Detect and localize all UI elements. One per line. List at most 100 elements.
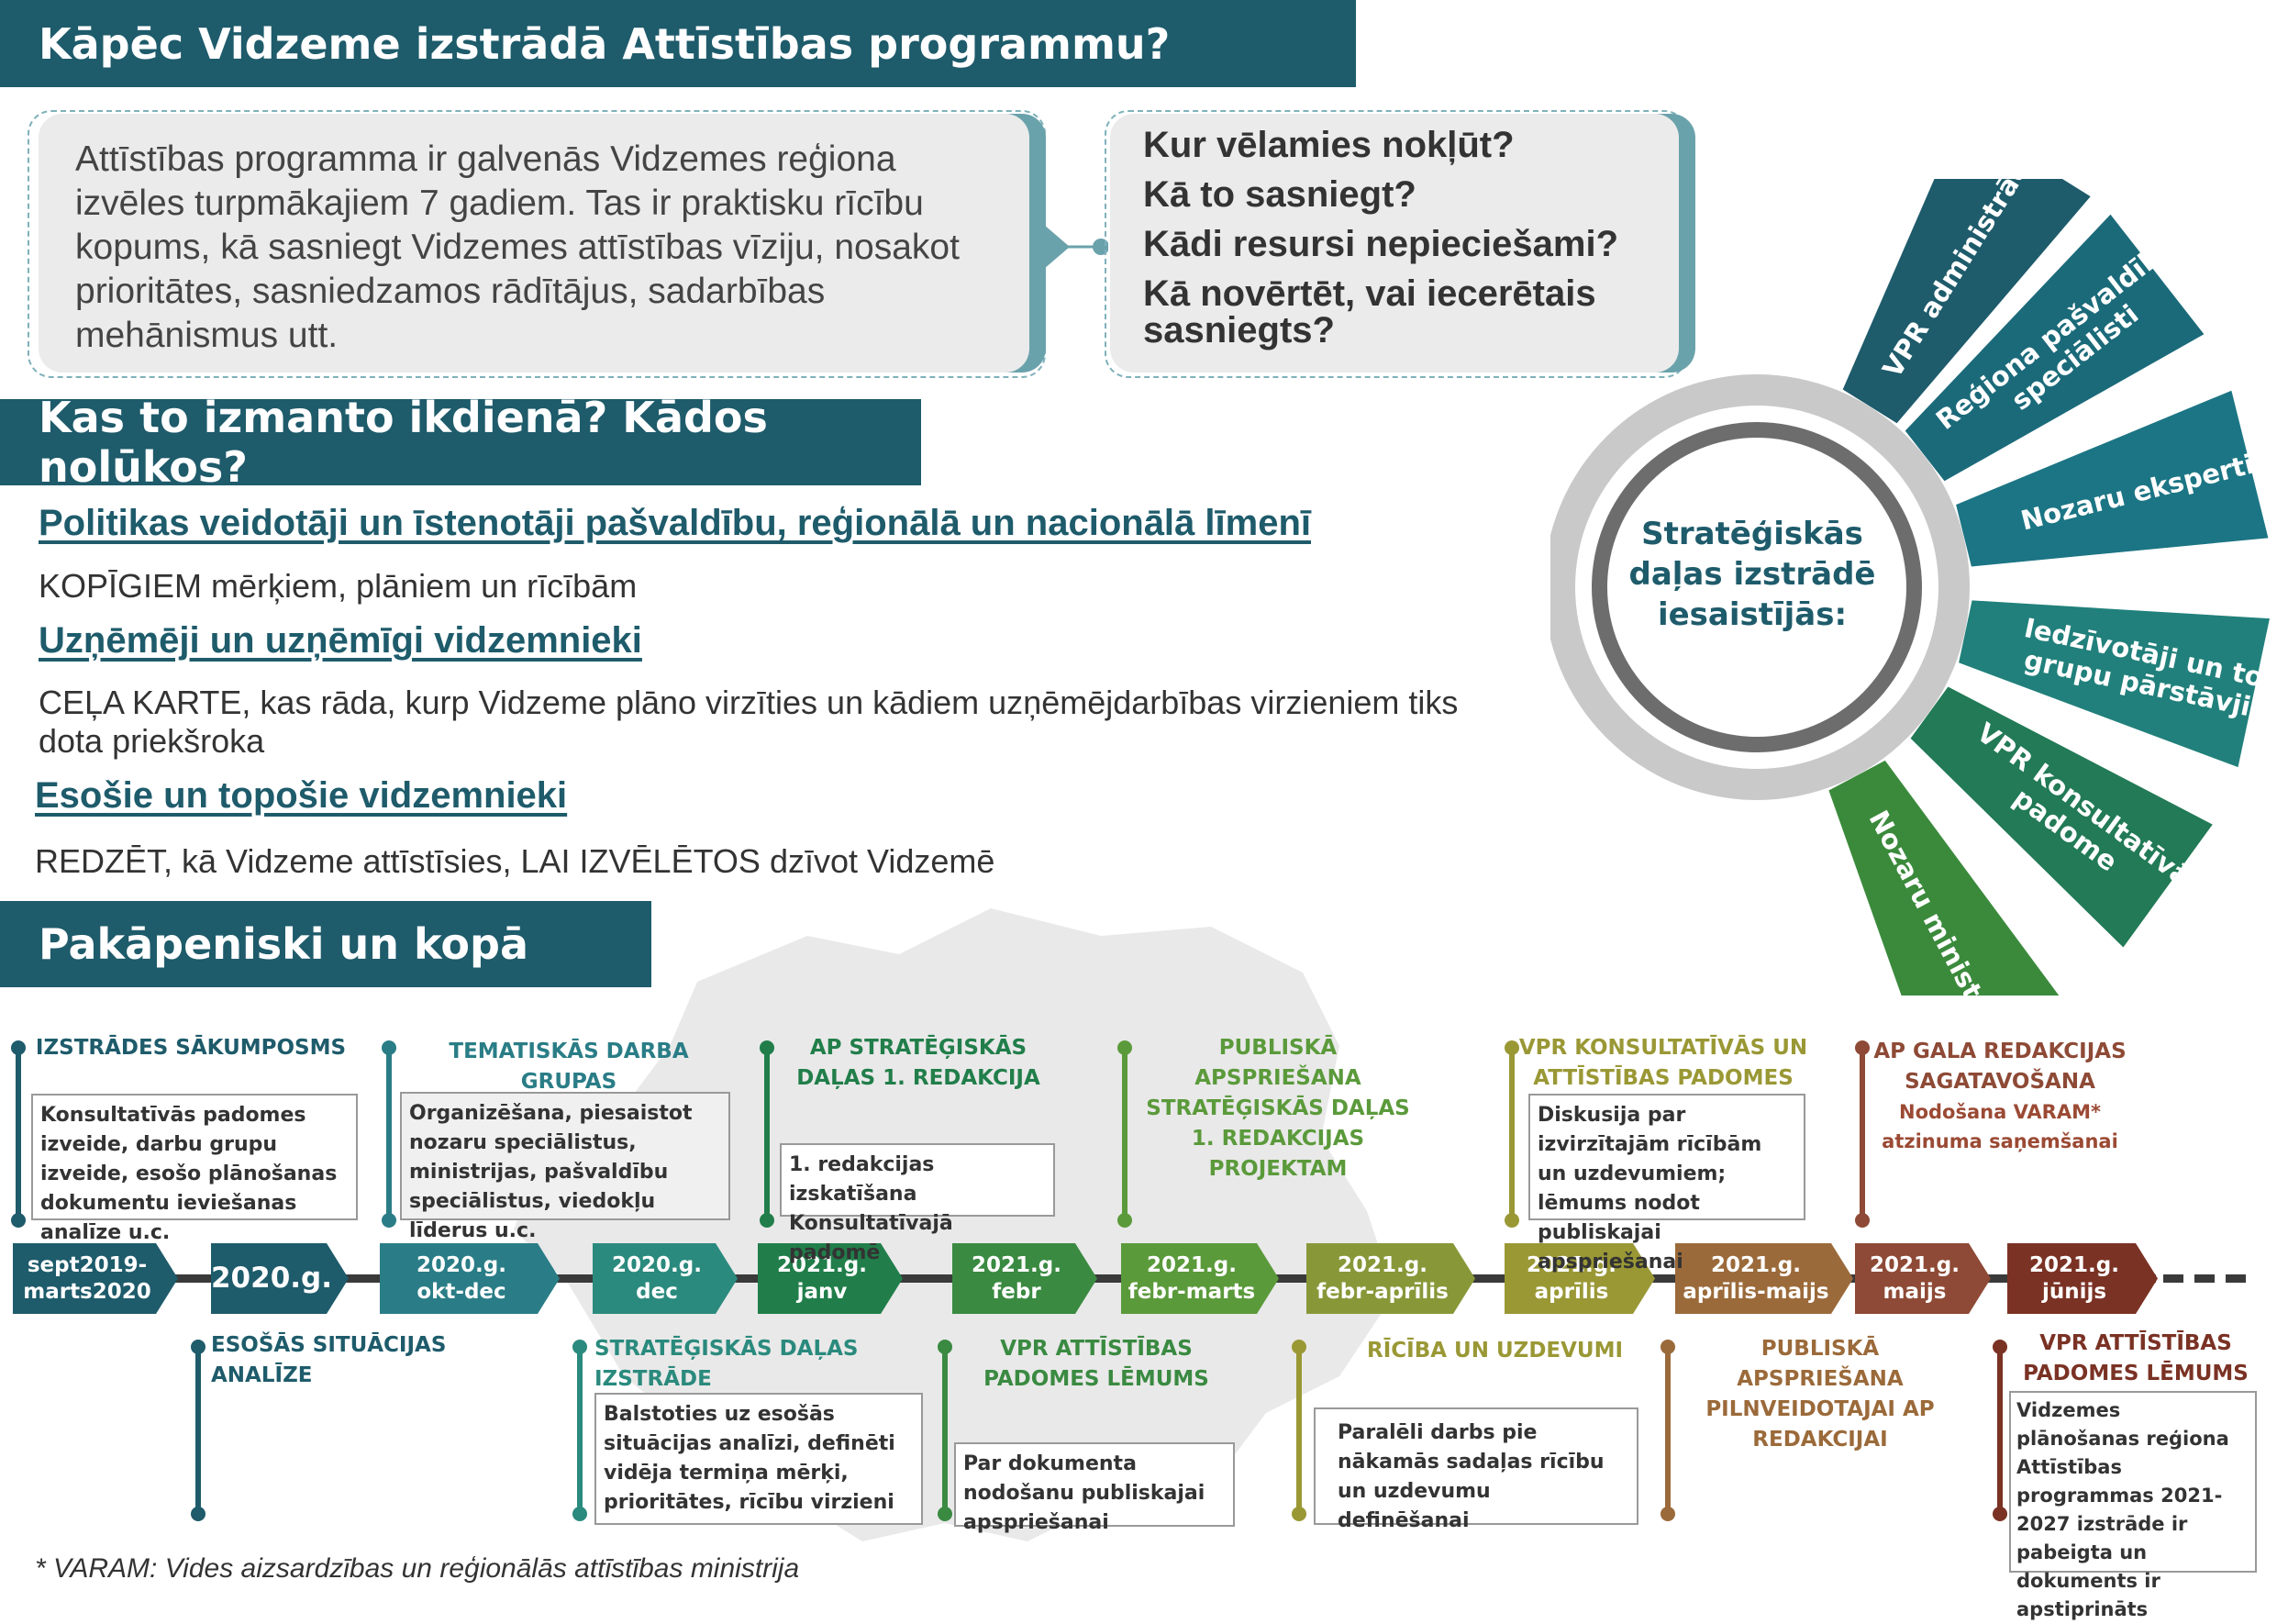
intro-bubble: Attīstības programma ir galvenās Vidzeme… <box>39 114 1029 373</box>
audience-2-text: CEĻA KARTE, kas rāda, kurp Vidzeme plāno… <box>39 684 1459 760</box>
pin-dot-9-1 <box>938 1340 952 1354</box>
question-3: Kādi resursi nepieciešami? <box>1143 224 1619 264</box>
questions-bubble: Kur vēlamies nokļūt? Kā to sasniegt? Kād… <box>1110 114 1679 373</box>
step-working-groups-box: Organizēšana, piesaistot nozaru speciāli… <box>400 1092 730 1242</box>
step-first-draft-box: 1. redakcijas izskatīšana Konsultatīvajā… <box>780 1143 1055 1264</box>
chevron-10: 2021.g.aprīlis-maijs <box>1675 1243 1853 1314</box>
pin-dot-6-2 <box>1855 1213 1870 1228</box>
chevron-3: 2020.g.okt-dec <box>380 1243 560 1314</box>
timeline-pins <box>11 1040 2007 1521</box>
chevron-11-label: 2021.g.maijs <box>1870 1252 1960 1304</box>
header-who: Kas to izmanto ikdienā? Kādos nolūkos? <box>0 393 921 492</box>
pin-dot-1-2 <box>11 1213 26 1228</box>
pin-dot-11-2 <box>1661 1507 1675 1521</box>
step-public-discussion-2-title: PUBLISKĀ APSPRIEŠANA PILNVEIDOTAJAI AP R… <box>1705 1337 1935 1452</box>
chevron-1: sept2019-marts2020 <box>13 1243 178 1314</box>
step-public-discussion-1-title: PUBLISKĀ APSPRIEŠANA STRATĒĢISKĀS DAĻAS … <box>1146 1036 1410 1181</box>
chevron-12-label: 2021.g.jūnijs <box>2029 1252 2119 1304</box>
chevron-9: 2021.g.aprīlis <box>1505 1243 1655 1314</box>
timeline-dash-3 <box>2226 1274 2246 1283</box>
intro-text: Attīstības programma ir galvenās Vidzeme… <box>75 139 960 355</box>
chevron-10-label: 2021.g.aprīlis-maijs <box>1683 1252 1829 1304</box>
petal-3 <box>1956 390 2269 567</box>
header-steps: Pakāpeniski un kopā <box>0 901 651 987</box>
pin-dot-8-2 <box>572 1507 587 1521</box>
pin-dot-7-1 <box>191 1340 205 1354</box>
step-final-decision-title: VPR ATTĪSTĪBAS PADOMES LĒMUMS <box>2023 1331 2249 1385</box>
petal-5 <box>1910 686 2213 948</box>
audience-3-title: Esošie un topošie vidzemnieki <box>35 775 568 816</box>
pin-dot-10-1 <box>1292 1340 1306 1354</box>
chevron-8-label: 2021.g.febr-aprīlis <box>1316 1252 1449 1304</box>
pin-dot-5-2 <box>1505 1213 1519 1228</box>
step-actions-title: RĪCĪBA UN UZDEVUMI <box>1367 1339 1624 1363</box>
circle-label: Stratēģiskās daļas izstrādē iesaistījās: <box>1628 516 1876 633</box>
chevron-12: 2021.g.jūnijs <box>2007 1243 2158 1314</box>
pin-dot-9-2 <box>938 1507 952 1521</box>
questions-bubble-outline <box>1105 110 1688 378</box>
speech-pointer-icon <box>1044 225 1108 269</box>
pin-dot-3-2 <box>760 1213 774 1228</box>
chevron-8: 2021.g.febr-aprīlis <box>1306 1243 1475 1314</box>
pin-dot-8-1 <box>572 1340 587 1354</box>
step-council-decision-title: VPR ATTĪSTĪBAS PADOMES LĒMUMS <box>983 1337 1209 1391</box>
step-first-draft-title: AP STRATĒĢISKĀS DAĻAS 1. REDAKCIJA <box>796 1036 1040 1090</box>
header-why-text: Kāpēc Vidzeme izstrādā Attīstības progra… <box>39 18 1171 69</box>
chevron-4-label: 2020.g.dec <box>612 1252 702 1304</box>
header-why: Kāpēc Vidzeme izstrādā Attīstības progra… <box>0 0 1356 87</box>
audience-2-title: Uzņēmēji un uzņēmīgi vidzemnieki <box>39 620 642 661</box>
question-2: Kā to sasniegt? <box>1143 174 1416 215</box>
chevron-5-label: 2021.g.janv <box>796 1279 848 1304</box>
petal-2 <box>1905 214 2205 482</box>
pin-dot-11-1 <box>1661 1340 1675 1354</box>
timeline-dash-1 <box>2163 1274 2183 1283</box>
step-strategic-part-box: Balstoties uz esošās situācijas analīzi,… <box>594 1393 923 1525</box>
step-final-draft-sub: Nodošana VARAM* atzinuma saņemšanai <box>1882 1101 2118 1152</box>
step-strategic-part-title: STRATĒĢISKĀS DAĻAS IZSTRĀDE <box>594 1337 859 1391</box>
pin-dot-2-1 <box>382 1040 396 1055</box>
chevron-2-label: 2020.g. <box>210 1262 333 1295</box>
step-final-decision-box: Vidzemes plānošanas reģiona Attīstības p… <box>2009 1391 2257 1620</box>
pin-dot-12-1 <box>1993 1340 2007 1354</box>
chevron-6: 2021.g.febr <box>952 1243 1097 1314</box>
petal-6 <box>1828 760 2060 996</box>
header-who-text: Kas to izmanto ikdienā? Kādos nolūkos? <box>39 393 768 492</box>
pin-dot-6-1 <box>1855 1040 1870 1055</box>
chevron-1-label: sept2019-marts2020 <box>23 1252 151 1304</box>
header-steps-text: Pakāpeniski un kopā <box>39 919 528 969</box>
chevron-5: 2021.g.janv <box>758 1243 903 1314</box>
chevron-3-label: 2020.g.okt-dec <box>417 1252 506 1304</box>
timeline-dash-2 <box>2194 1274 2215 1283</box>
pin-dot-12-2 <box>1993 1507 2007 1521</box>
chevron-11: 2021.g.maijs <box>1855 1243 1991 1314</box>
question-1: Kur vēlamies nokļūt? <box>1143 125 1515 165</box>
pin-dot-5-1 <box>1505 1040 1519 1055</box>
chevron-2: 2020.g. <box>211 1243 349 1314</box>
step-situation-analysis-title: ESOŠĀS SITUĀCIJAS ANALĪZE <box>211 1333 447 1387</box>
chevron-4: 2020.g.dec <box>593 1243 738 1314</box>
pin-dot-7-2 <box>191 1507 205 1521</box>
audience-1-title: Politikas veidotāji un īstenotāji pašval… <box>39 503 1311 543</box>
step-start-box: Konsultatīvās padomes izveide, darbu gru… <box>31 1094 358 1244</box>
question-4: Kā novērtēt, vai iecerētais sasniegts? <box>1143 273 1596 350</box>
map-silhouette <box>514 908 1394 1541</box>
petal-1 <box>1842 179 2091 424</box>
step-final-draft-title: AP GALA REDAKCIJAS SAGATAVOŠANA <box>1873 1040 2127 1094</box>
pin-dot-1-1 <box>11 1040 26 1055</box>
pin-dot-3-1 <box>760 1040 774 1055</box>
pin-dot-4-1 <box>1117 1040 1132 1055</box>
pin-dot-4-2 <box>1117 1213 1132 1228</box>
audience-3-text: REDZĒT, kā Vidzeme attīstīsies, LAI IZVĒ… <box>35 842 995 880</box>
audience-1-text: KOPĪGIEM mērķiem, plāniem un rīcībām <box>39 567 638 605</box>
step-start-title: IZSTRĀDES SĀKUMPOSMS <box>35 1036 347 1060</box>
petal-4 <box>1959 600 2270 768</box>
pin-dot-10-2 <box>1292 1507 1306 1521</box>
footnote: * VARAM: Vides aizsardzības un reģionālā… <box>35 1553 800 1584</box>
chevron-7: 2021.g.febr-marts <box>1121 1243 1279 1314</box>
step-actions-box: Paralēli darbs pie nākamās sadaļas rīcīb… <box>1314 1407 1638 1532</box>
chevron-9-label: 2021.g.aprīlis <box>1534 1279 1609 1304</box>
chevron-7-label: 2021.g.febr-marts <box>1127 1252 1256 1304</box>
step-council-meeting-box: Diskusija par izvirzītajām rīcībām un uz… <box>1528 1094 1805 1274</box>
pin-dot-2-2 <box>382 1213 396 1228</box>
